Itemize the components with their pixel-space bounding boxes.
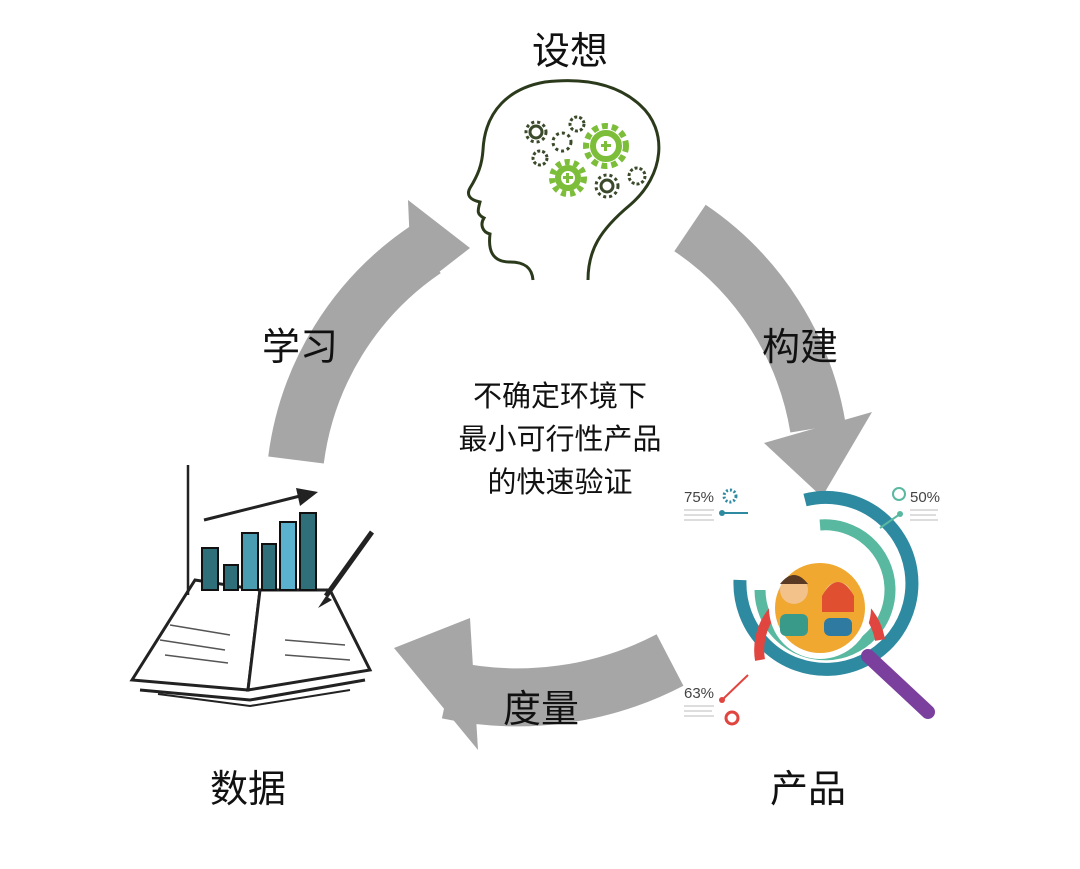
center-caption: 不确定环境下 最小可行性产品 的快速验证 [430, 375, 690, 504]
node-label-product: 产品 [770, 767, 847, 811]
learn-arrow [268, 200, 470, 464]
book-with-chart-icon [129, 465, 375, 708]
percent-label-63: 63% [684, 685, 714, 702]
percent-label-50: 50% [910, 489, 940, 506]
edge-label-learn: 学习 [262, 325, 339, 369]
edge-label-measure: 度量 [503, 687, 580, 731]
node-label-idea: 设想 [532, 29, 609, 73]
center-caption-line-3: 的快速验证 [487, 465, 633, 499]
percent-label-75: 75% [684, 489, 714, 506]
center-caption-line-2: 最小可行性产品 [458, 422, 662, 456]
product-infographic-icon: 75% 50% 63% [684, 487, 940, 726]
build-arrow [673, 204, 872, 497]
measure-arrow [394, 618, 684, 750]
edge-label-build: 构建 [762, 325, 839, 369]
node-label-data: 数据 [210, 767, 287, 811]
head-with-gears-icon [466, 79, 661, 281]
center-caption-line-1: 不确定环境下 [472, 379, 647, 413]
